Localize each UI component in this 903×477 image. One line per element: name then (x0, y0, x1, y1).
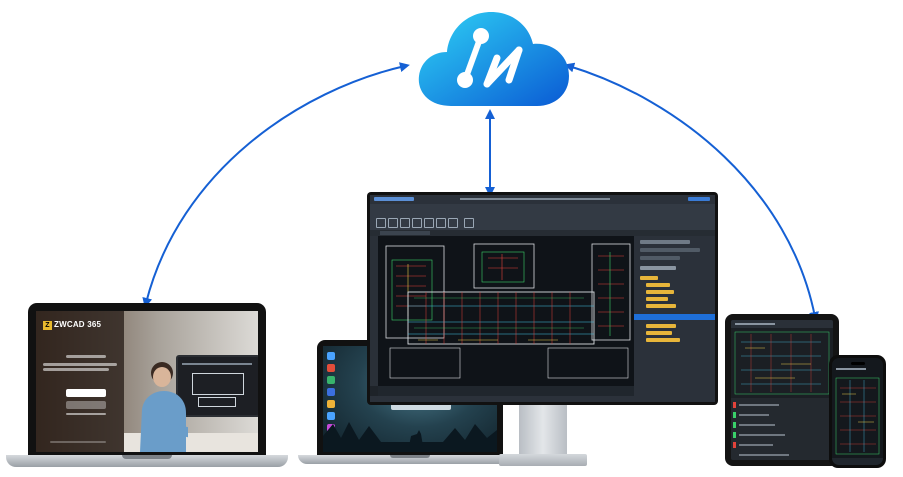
tablet-header (731, 320, 833, 328)
phone-screen (832, 358, 883, 465)
brand-name: ZWCAD 365 (54, 320, 102, 329)
brand-badge: Z (43, 321, 52, 330)
cad-title-bar (370, 195, 715, 204)
cad-command-line[interactable] (378, 386, 634, 396)
footer-text (50, 441, 106, 443)
phone-client (829, 355, 886, 468)
desktop-icon[interactable] (327, 388, 335, 396)
monitor-stand (519, 405, 567, 455)
folder-icon[interactable] (646, 283, 670, 287)
sign-in-button[interactable] (688, 197, 710, 201)
login-button[interactable] (66, 389, 106, 397)
cad-drawing-area[interactable] (378, 236, 634, 386)
folder-icon[interactable] (646, 324, 676, 328)
tablet-client (725, 314, 839, 466)
selected-file-row[interactable] (634, 314, 715, 320)
folder-icon[interactable] (646, 338, 680, 342)
move-tool-icon[interactable] (412, 218, 422, 228)
background-monitor (176, 355, 258, 417)
copy-tool-icon[interactable] (424, 218, 434, 228)
register-button[interactable] (66, 401, 106, 409)
laptop-base (6, 455, 288, 467)
laptop-base (298, 455, 522, 464)
desktop-icon[interactable] (327, 412, 335, 420)
cloud-tool-icon[interactable] (464, 218, 474, 228)
folder-icon[interactable] (646, 304, 676, 308)
folder-icon[interactable] (640, 276, 658, 280)
login-heading (66, 355, 106, 358)
forest-silhouette (323, 422, 497, 452)
cloud-connect-icon (418, 12, 569, 106)
cad-status-bar (370, 396, 715, 402)
login-link[interactable] (66, 413, 106, 415)
layer-tool-icon[interactable] (436, 218, 446, 228)
folder-icon[interactable] (646, 297, 668, 301)
monitor-foot (499, 454, 587, 466)
folder-icon[interactable] (646, 331, 672, 335)
desktop-icon[interactable] (327, 364, 335, 372)
phone-bottom-bar (832, 458, 883, 465)
cad-left-toolbar (370, 236, 378, 386)
person-figure (140, 362, 188, 452)
floor-plan-drawing (385, 243, 631, 379)
cad-ribbon (370, 204, 715, 230)
desktop-icon[interactable] (327, 352, 335, 360)
text-tool-icon[interactable] (448, 218, 458, 228)
login-subheading-2 (43, 368, 109, 371)
cad-document-tabs (370, 230, 715, 236)
monitor-screen (370, 195, 715, 402)
cloud (415, 6, 573, 116)
monitor-frame (367, 192, 718, 405)
cad-side-panel (634, 236, 715, 396)
line-tool-icon[interactable] (376, 218, 386, 228)
tab-drawing[interactable] (380, 231, 430, 235)
tablet-layer-list (731, 398, 833, 460)
desktop-icon[interactable] (327, 400, 335, 408)
folder-icon[interactable] (646, 290, 674, 294)
arc-tool-icon[interactable] (400, 218, 410, 228)
tablet-drawing[interactable] (731, 328, 833, 398)
desktop-icon[interactable] (327, 376, 335, 384)
login-subheading (43, 363, 117, 366)
circle-tool-icon[interactable] (388, 218, 398, 228)
tablet-screen (731, 320, 833, 460)
monitor-cad-client (367, 192, 718, 467)
phone-drawing[interactable] (832, 374, 883, 458)
